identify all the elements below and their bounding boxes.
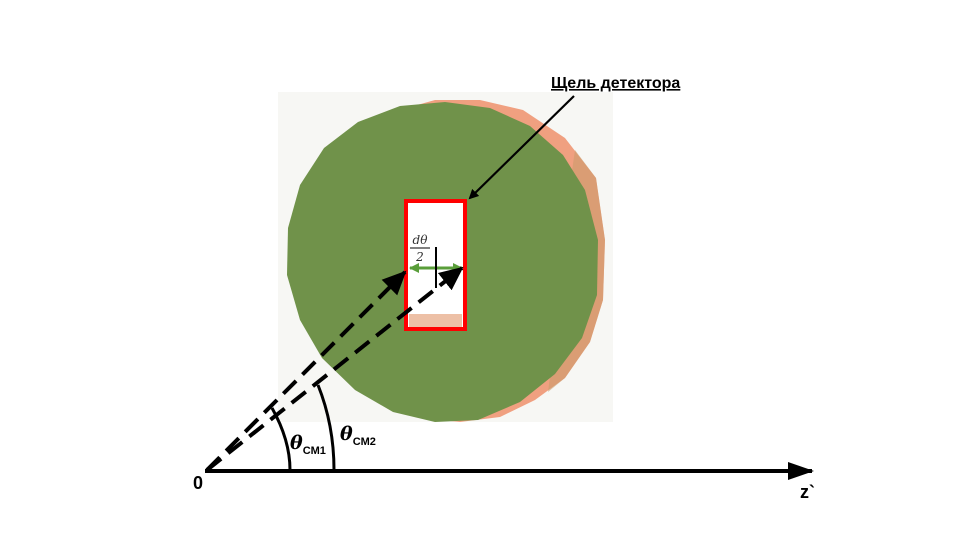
angle-label-cm2: θCM2 xyxy=(340,423,376,448)
slit-inner-shading xyxy=(409,314,462,327)
slit-pointer-arrow xyxy=(468,95,575,200)
fraction-denominator: 2 xyxy=(415,250,424,264)
origin-label: 0 xyxy=(193,473,203,493)
angle-arc-cm1 xyxy=(270,407,292,471)
fraction-numerator: dθ xyxy=(413,233,429,247)
ray-cm1 xyxy=(205,270,407,472)
ray-cm2 xyxy=(205,266,464,472)
angle-label-cm1: θCM1 xyxy=(290,432,326,457)
axis-label: z` xyxy=(800,482,815,502)
slit-label: Щель детектора xyxy=(551,75,680,92)
angle-arc-cm2 xyxy=(316,384,336,471)
